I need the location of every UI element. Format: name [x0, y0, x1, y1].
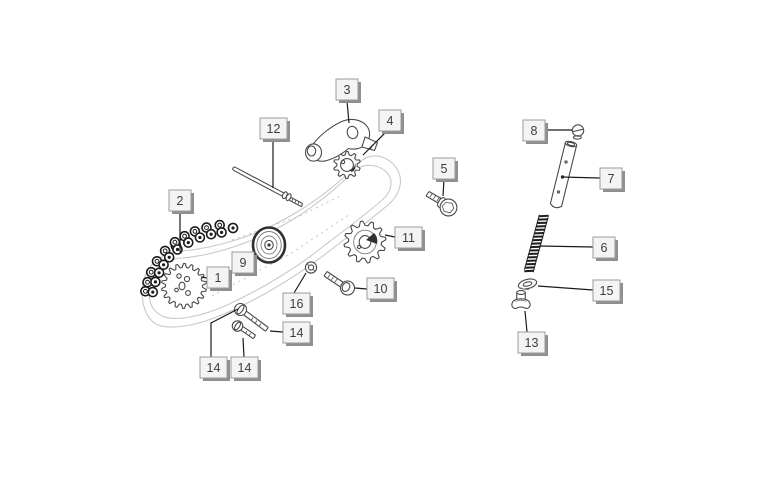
callout-2-chain: 2 — [168, 189, 194, 252]
callout-12-camshaft-rod: 12 — [259, 117, 290, 188]
callout-number: 14 — [207, 361, 221, 375]
callout-number: 15 — [600, 284, 614, 298]
callout-box — [231, 251, 255, 274]
camshaft-rod — [232, 166, 304, 208]
callout-box — [366, 277, 395, 300]
callout-11-guide-sprocket: 11 — [384, 226, 425, 251]
callout-7-tensioner-body: 7 — [560, 167, 625, 192]
callout-box — [378, 109, 402, 132]
ghost-outer-line — [141, 155, 401, 328]
guide-sprocket — [343, 220, 387, 264]
callout-number: 5 — [441, 162, 448, 176]
tensioner-body — [549, 140, 578, 209]
callout-3-tensioner-arm: 3 — [335, 78, 361, 124]
callout-box — [168, 189, 192, 212]
callout-box — [522, 119, 546, 142]
callout-10-bolt: 10 — [354, 277, 397, 302]
callout-box — [335, 78, 359, 101]
callout-number: 1 — [215, 271, 222, 285]
callout-box — [199, 356, 228, 379]
tensioner-spring — [523, 214, 549, 273]
ghost-dash-line2 — [231, 195, 341, 241]
tensioner-tappet — [511, 290, 531, 309]
callout-number: 12 — [267, 122, 281, 136]
callout-number: 14 — [238, 361, 252, 375]
callout-8-cap: 8 — [522, 119, 572, 144]
callout-number: 11 — [402, 231, 415, 245]
tensioner-arm — [304, 118, 379, 162]
tensioner-sprocket — [333, 150, 361, 180]
callout-number: 13 — [525, 336, 539, 350]
callout-box — [517, 331, 546, 354]
callout-number: 14 — [290, 326, 304, 340]
washer-15 — [517, 278, 538, 291]
callout-number: 9 — [240, 256, 247, 270]
callout-14-a: 14 — [269, 321, 313, 346]
ghost-inner-line — [148, 164, 392, 319]
callout-number: 4 — [387, 114, 394, 128]
callout-14-b: 14 — [230, 337, 261, 381]
callout-1-crank-sprocket: 1 — [200, 266, 232, 291]
idler-roller — [251, 226, 287, 264]
cam-chain-routing-ghost — [141, 155, 401, 328]
crankshaft-sprocket — [161, 262, 207, 310]
screw-14-a — [233, 302, 269, 332]
callout-5-flange-bolt: 5 — [432, 157, 458, 197]
callout-number: 6 — [601, 241, 608, 255]
flange-bolt-5 — [425, 191, 458, 217]
callout-box — [230, 356, 259, 379]
callout-box — [599, 167, 623, 190]
callout-box — [592, 236, 616, 259]
callout-number: 8 — [531, 124, 538, 138]
bolt-10 — [323, 271, 356, 296]
callout-14-c: 14 — [199, 308, 239, 381]
callout-number: 2 — [177, 194, 184, 208]
callout-box — [282, 321, 311, 344]
callout-box — [394, 226, 423, 249]
callout-box — [592, 279, 621, 302]
callout-number: 3 — [344, 83, 351, 97]
callout-box — [206, 266, 230, 289]
callout-15-washer: 15 — [537, 279, 623, 304]
washer-small — [304, 261, 318, 274]
callout-4-tensioner-sprocket: 4 — [362, 109, 404, 156]
callout-13-tappet: 13 — [517, 310, 548, 356]
callout-number: 10 — [374, 282, 388, 296]
screw-14-b — [231, 320, 257, 340]
tensioner-cap — [571, 124, 585, 140]
callout-6-spring: 6 — [538, 236, 618, 261]
callout-number: 7 — [608, 172, 615, 186]
callout-box — [282, 292, 311, 315]
callout-box — [259, 117, 288, 140]
callout-9-idler-roller: 9 — [231, 251, 258, 276]
callout-box — [432, 157, 456, 180]
callout-number: 16 — [290, 297, 304, 311]
cam-chain — [140, 219, 239, 298]
callout-16-washer-small: 16 — [282, 272, 313, 317]
